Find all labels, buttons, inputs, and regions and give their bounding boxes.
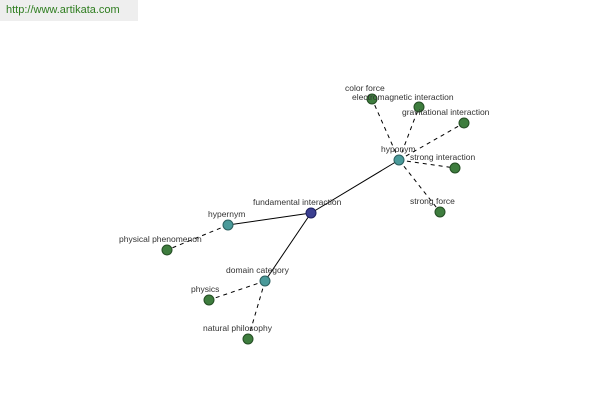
node-fundamental-interaction[interactable] (305, 207, 317, 219)
label-hyponym[interactable]: hyponym (381, 144, 416, 154)
node-hyponym[interactable] (393, 154, 405, 166)
edge-fundamental-interaction-to-hypernym (227, 212, 312, 226)
label-fundamental-interaction[interactable]: fundamental interaction (253, 197, 342, 207)
edge-hypernym-to-physical-phenomenon (166, 224, 229, 251)
label-strong-interaction[interactable]: strong interaction (410, 152, 475, 162)
label-natural-philosophy[interactable]: natural philosophy (203, 323, 273, 333)
node-domain-category[interactable] (259, 275, 271, 287)
node-strong-force[interactable] (434, 206, 446, 218)
label-physical-phenomenon[interactable]: physical phenomenon (119, 234, 202, 244)
label-domain-category[interactable]: domain category (226, 265, 290, 275)
node-electromagnetic-interaction[interactable] (413, 101, 425, 113)
labels-layer: fundamental interaction hyponym hypernym do… (119, 83, 490, 333)
node-natural-philosophy[interactable] (242, 333, 254, 345)
label-gravitational-interaction[interactable]: gravitational interaction (402, 107, 490, 117)
edge-domain-category-to-natural-philosophy (247, 280, 266, 340)
edge-domain-category-to-physics (208, 280, 266, 301)
edge-hyponym-to-strong-force (398, 159, 441, 213)
label-electromagnetic-interaction[interactable]: electromagnetic interaction (352, 92, 454, 102)
label-color-force[interactable]: color force (345, 83, 385, 93)
edges-layer (166, 98, 465, 340)
node-physical-phenomenon[interactable] (161, 244, 173, 256)
node-color-force[interactable] (366, 93, 378, 105)
source-url[interactable]: http://www.artikata.com (6, 4, 120, 16)
node-hypernym[interactable] (222, 219, 234, 231)
nodes-layer (161, 93, 470, 345)
edge-hyponym-to-strong-interaction (398, 159, 456, 169)
source-url-banner: http://www.artikata.com (0, 0, 138, 21)
edge-hyponym-to-color-force (371, 98, 400, 161)
edge-fundamental-interaction-to-domain-category (264, 212, 312, 282)
label-physics[interactable]: physics (191, 284, 219, 294)
edge-fundamental-interaction-to-hyponym (310, 159, 400, 214)
node-gravitational-interaction[interactable] (458, 117, 470, 129)
label-strong-force[interactable]: strong force (410, 196, 455, 206)
node-physics[interactable] (203, 294, 215, 306)
label-hypernym[interactable]: hypernym (208, 209, 245, 219)
edge-hyponym-to-electromagnetic-interaction (398, 106, 420, 161)
node-strong-interaction[interactable] (449, 162, 461, 174)
